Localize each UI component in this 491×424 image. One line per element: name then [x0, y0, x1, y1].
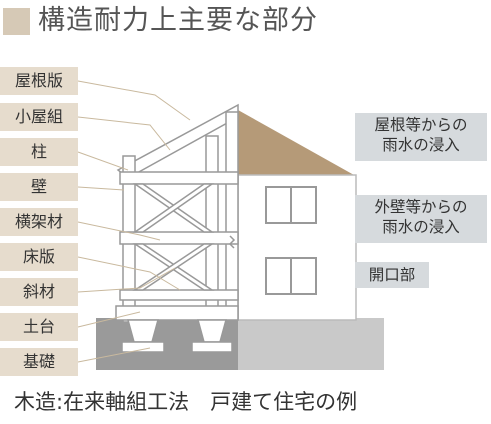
- page-title: 構造耐力上主要な部分: [38, 5, 318, 36]
- label-roof-truss: 小屋組: [0, 103, 78, 131]
- roof-surface: [238, 110, 354, 175]
- callout-wall-leak: 外壁等からの 雨水の浸入: [355, 195, 487, 243]
- label-roof-board: 屋根版: [0, 67, 78, 95]
- label-foundation: 基礎: [0, 348, 78, 376]
- label-floor-board: 床版: [0, 243, 78, 271]
- leader-lines: [77, 80, 191, 363]
- label-column: 柱: [0, 138, 78, 166]
- callout-roof-line-2: 雨水の浸入: [382, 136, 460, 154]
- callout-wall-line-2: 雨水の浸入: [382, 218, 460, 236]
- label-brace: 斜材: [0, 278, 78, 306]
- callout-roof-line-1: 屋根等からの: [374, 116, 468, 134]
- callout-opening: 開口部: [355, 262, 429, 288]
- label-horizontal-member: 横架材: [0, 208, 78, 236]
- figure-caption: 木造:在来軸組工法 戸建て住宅の例: [14, 390, 358, 414]
- ground-right: [238, 318, 384, 370]
- structural-frame: [115, 103, 239, 353]
- callout-roof-leak: 屋根等からの 雨水の浸入: [355, 113, 487, 161]
- label-sill: 土台: [0, 313, 78, 341]
- callout-wall-line-1: 外壁等からの: [374, 198, 468, 216]
- title-accent-box: [3, 8, 30, 35]
- label-wall: 壁: [0, 173, 78, 201]
